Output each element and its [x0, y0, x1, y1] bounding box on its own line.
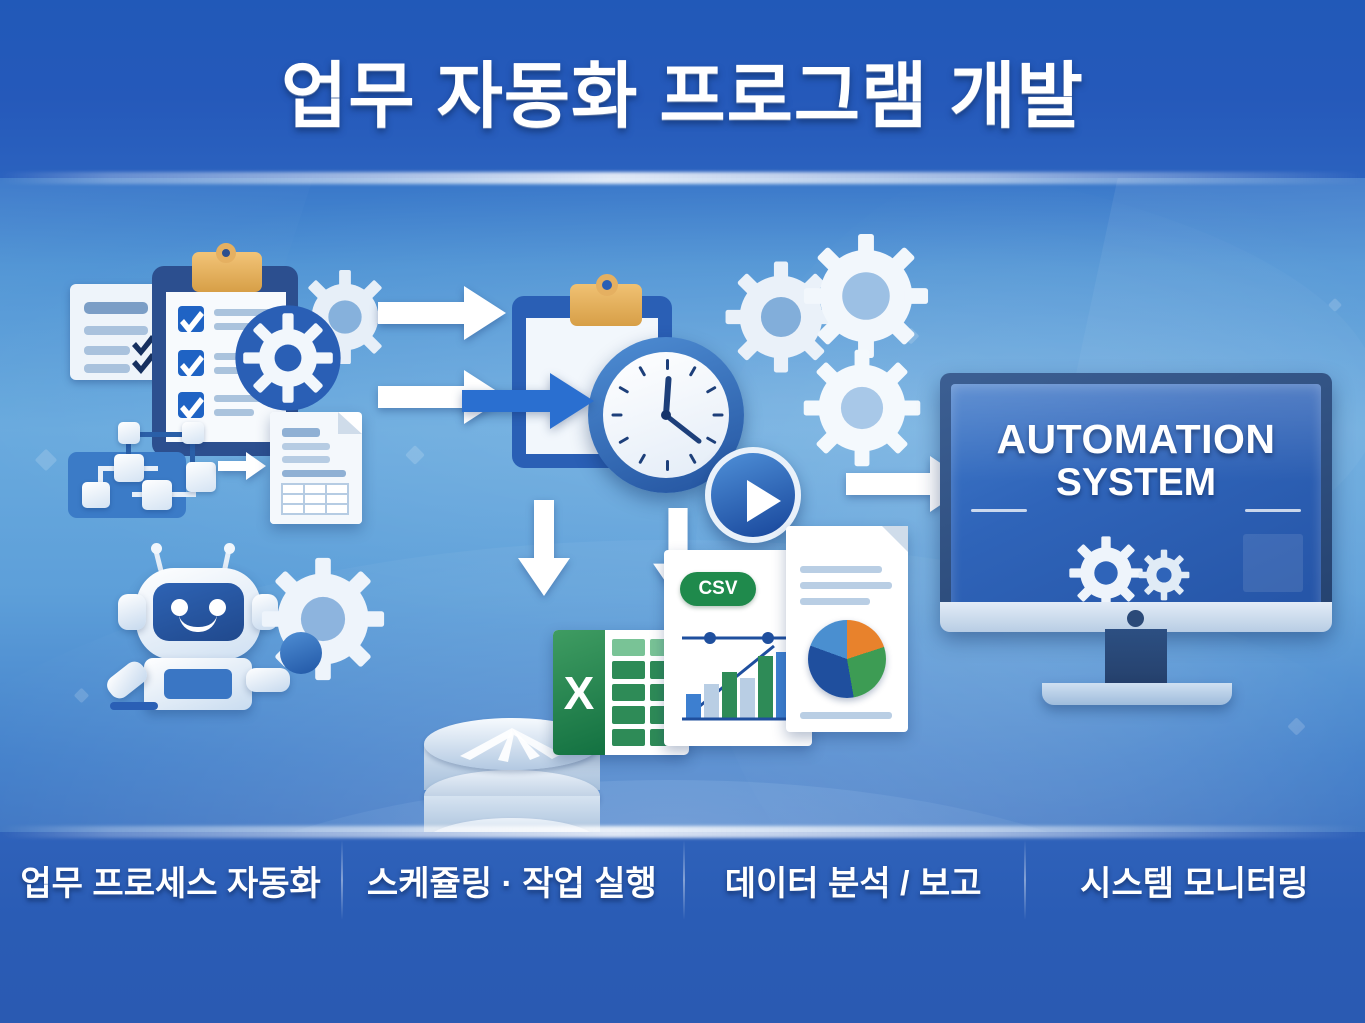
monitor-stand-neck [1105, 629, 1167, 687]
footer-label: 시스템 모니터링 [1080, 864, 1309, 903]
flow-arrow-down [518, 500, 570, 596]
flow-node [82, 482, 110, 508]
screen-rule-left [971, 509, 1027, 512]
process-flow-diagram [68, 422, 244, 518]
robot-ear-left [118, 594, 146, 630]
automation-robot [103, 543, 290, 710]
illustration-stage: X CSV [0, 178, 1365, 910]
footer-label: 데이터 분석 / 보고 [724, 864, 982, 903]
robot-arm-right [246, 668, 290, 692]
header-divider-streak [0, 172, 1365, 184]
clipboard-clip-ring [596, 274, 618, 296]
play-triangle-icon [747, 480, 781, 522]
robot-shadow-bar [110, 702, 158, 710]
flow-node [182, 422, 204, 444]
excel-cell [612, 639, 645, 657]
clock-tick [611, 413, 623, 417]
excel-cell [612, 661, 645, 679]
clock-tick [688, 453, 697, 465]
clock-tick [712, 413, 724, 417]
monitor-power-indicator [1127, 610, 1144, 627]
screen-rule-right [1245, 509, 1301, 512]
gear-icon [1138, 549, 1190, 601]
robot-head [136, 568, 261, 660]
clock-tick [688, 365, 697, 377]
monitor-stand-base [1042, 683, 1232, 705]
flow-arrow-to-document [218, 452, 266, 480]
clock-tick [618, 385, 630, 394]
pie-chart [808, 620, 886, 698]
flow-node [114, 454, 144, 482]
doc-text-line [800, 598, 870, 605]
flow-connector [190, 432, 195, 470]
footer-categories: 업무 프로세스 자동화 스케쥴링 · 작업 실행 데이터 분석 / 보고 시스템… [0, 832, 1365, 1023]
robot-body [144, 658, 252, 710]
automation-system-monitor: AUTOMATION SYSTEM [940, 373, 1332, 629]
flow-connector [98, 466, 103, 492]
robot-eye [171, 599, 188, 616]
poster-header: 업무 자동화 프로그램 개발 [0, 0, 1365, 178]
footer-label: 스케쥴링 · 작업 실행 [366, 864, 657, 903]
clock-tick [638, 365, 647, 377]
monitor-screen: AUTOMATION SYSTEM [951, 384, 1321, 618]
excel-cell [612, 706, 645, 724]
flow-connector [126, 432, 131, 458]
doc-text-line [800, 712, 892, 719]
robot-antenna-bulb [151, 543, 162, 554]
csv-badge: CSV [680, 572, 756, 606]
screen-title-line2: SYSTEM [1055, 461, 1217, 504]
document-backdrop [70, 284, 166, 380]
database-top-lines [460, 728, 562, 762]
clock-tick [705, 436, 717, 445]
footer-divider-streak [0, 826, 1365, 838]
robot-smile [179, 614, 217, 632]
doc-text-line [800, 582, 892, 589]
gear-icon-primary [235, 305, 341, 411]
gear-hub-accent [280, 632, 322, 674]
page-fold [882, 526, 908, 552]
gear-icon [803, 349, 921, 467]
robot-face [153, 583, 244, 641]
flow-node [142, 480, 172, 510]
clock-tick [666, 359, 669, 370]
blue-flow-arrow [462, 373, 594, 429]
flow-node [186, 462, 216, 492]
doc-text-line [800, 566, 882, 573]
clock-tick [618, 436, 630, 445]
screen-title-line1: AUTOMATION [996, 416, 1276, 462]
excel-cell [612, 728, 645, 746]
flow-node [118, 422, 140, 444]
gear-icon [725, 261, 837, 373]
gear-icon [261, 557, 385, 681]
flow-connector [128, 432, 194, 437]
screen-heading: AUTOMATION SYSTEM [951, 416, 1321, 505]
clipboard-clip-ring [216, 243, 236, 263]
robot-eye [209, 599, 226, 616]
footer-item-process-automation[interactable]: 업무 프로세스 자동화 [0, 832, 341, 928]
screen-gloss [951, 384, 1321, 483]
robot-chest-panel [164, 669, 232, 699]
clock-face [603, 352, 729, 478]
footer-label: 업무 프로세스 자동화 [20, 864, 321, 903]
analytics-report-document [786, 526, 908, 732]
gear-icon [803, 233, 929, 359]
robot-antenna-bulb [224, 543, 235, 554]
clock-center-pin [661, 410, 671, 420]
footer-item-monitoring[interactable]: 시스템 모니터링 [1023, 832, 1365, 928]
run-play-button[interactable] [705, 447, 801, 543]
excel-cell [612, 683, 645, 702]
screen-ui-block [1243, 534, 1303, 592]
clock-tick [705, 385, 717, 394]
footer-item-data-analysis[interactable]: 데이터 분석 / 보고 [682, 832, 1024, 928]
gear-icon [1069, 536, 1143, 610]
excel-letter: X [553, 630, 605, 755]
flow-arrow-right [378, 286, 506, 340]
bar-chart [682, 632, 796, 721]
report-document [270, 412, 362, 524]
page-title: 업무 자동화 프로그램 개발 [281, 56, 1084, 137]
footer-item-scheduling[interactable]: 스케쥴링 · 작업 실행 [341, 832, 682, 928]
clock-tick [638, 453, 647, 465]
clock-tick [666, 460, 669, 471]
